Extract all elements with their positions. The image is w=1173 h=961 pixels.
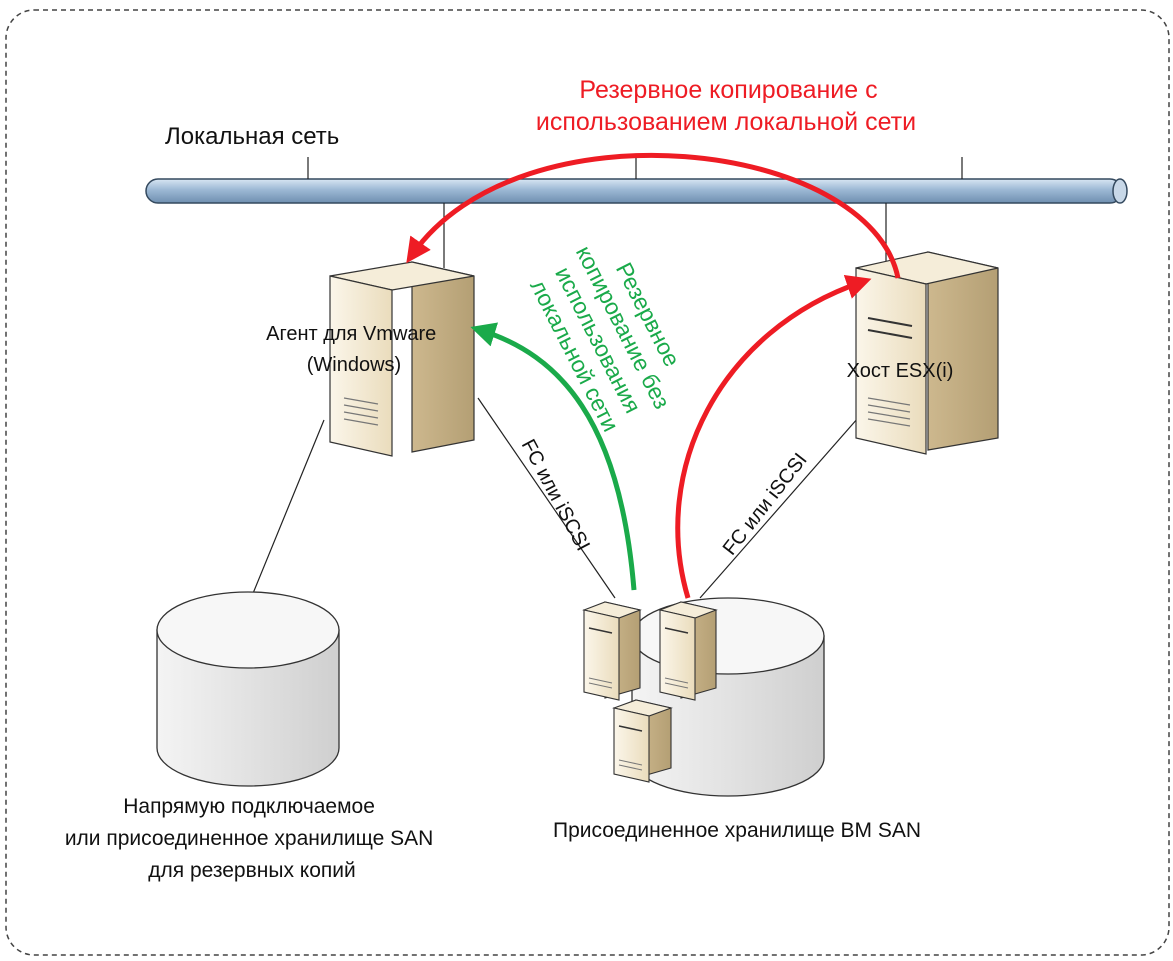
agent-label: Агент для Vmware (Windows) [266,323,442,376]
lan-backup-arrow-bottom [675,274,872,599]
esx-host-label: Хост ESX(i) [847,360,954,382]
backup-storage-label: Напрямую подключаемое или присоединенное… [65,795,439,882]
lanfree-backup-arrow [470,322,637,591]
backup-storage-disk [156,591,340,787]
san-server-2 [658,601,718,701]
lan-backup-arrow-top [406,152,901,279]
agent-fc-link [477,397,616,599]
fc-left-label: FC или iSCSI [517,436,594,555]
fc-right-label: FC или iSCSI [719,449,812,559]
agent-to-backup-storage-link [246,419,325,609]
diagram-frame [5,9,1170,956]
lan-bus [145,157,1128,275]
lan-label: Локальная сеть [165,123,339,150]
esx-fc-link [699,417,859,599]
esx-host-server [855,251,999,455]
san-server-1 [582,601,642,701]
lanfree-backup-label: Резервное копирование без использования … [521,229,703,444]
san-server-3 [612,699,673,783]
agent-server [329,261,475,457]
lan-backup-label: Резервное копирование с использованием л… [536,76,916,136]
vm-storage-label: Присоединенное хранилище ВМ SAN [553,819,921,842]
